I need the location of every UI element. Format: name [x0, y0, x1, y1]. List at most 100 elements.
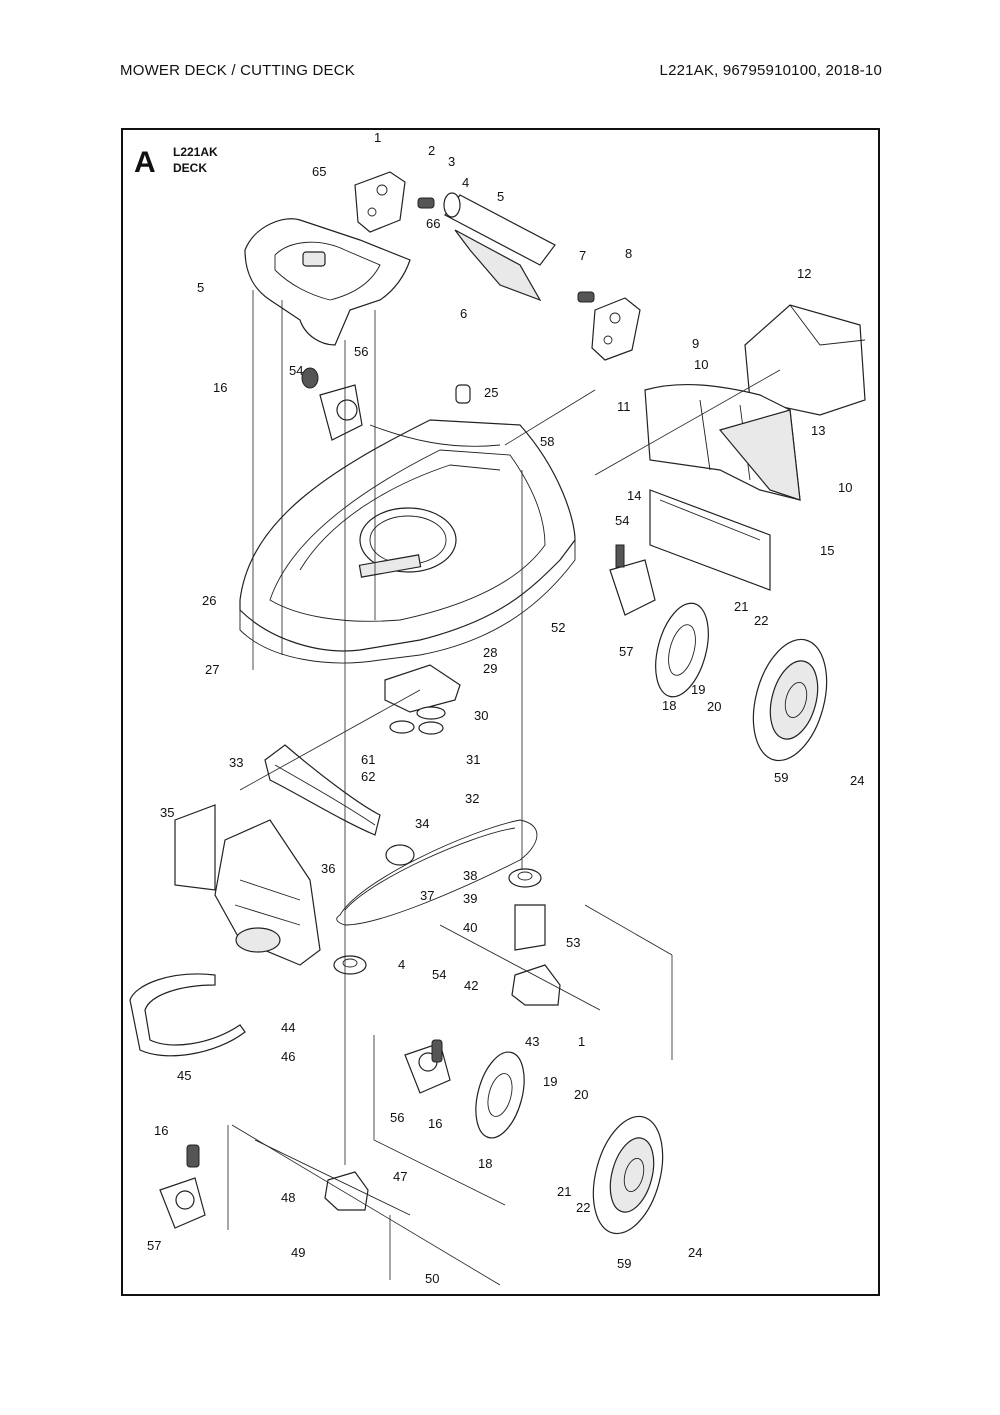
callout: 35: [160, 805, 174, 820]
callout: 38: [463, 868, 477, 883]
callout: 24: [850, 773, 864, 788]
callout: 48: [281, 1190, 295, 1205]
callout: 6: [460, 306, 467, 321]
page-header-model-info: L221AK, 96795910100, 2018-10: [659, 62, 882, 79]
callout: 54: [289, 363, 303, 378]
callout: 57: [147, 1238, 161, 1253]
callout: 52: [551, 620, 565, 635]
callout: 14: [627, 488, 641, 503]
callout: 65: [312, 164, 326, 179]
callout: 43: [525, 1034, 539, 1049]
callout: 16: [154, 1123, 168, 1138]
callout: 42: [464, 978, 478, 993]
callout: 22: [754, 613, 768, 628]
gearbox-left: [254, 1139, 411, 1216]
callout: 56: [354, 344, 368, 359]
spring-7: [577, 291, 595, 303]
callout: 26: [202, 593, 216, 608]
callout: 57: [619, 644, 633, 659]
callout: 18: [662, 698, 676, 713]
callout: 66: [426, 216, 440, 231]
height-lever-right: [609, 544, 656, 616]
callout: 15: [820, 543, 834, 558]
callout: 30: [474, 708, 488, 723]
callout: 21: [557, 1184, 571, 1199]
callout: 59: [617, 1256, 631, 1271]
callout: 13: [811, 423, 825, 438]
callouts: 1 2 3 4 5 5 6 7 8 9 10 10 11 12 13 14 15…: [147, 130, 864, 1286]
callout: 19: [543, 1074, 557, 1089]
callout: 1: [374, 130, 381, 145]
callout: 21: [734, 599, 748, 614]
callout: 1: [578, 1034, 585, 1049]
pulley-38: [508, 868, 542, 888]
callout: 46: [281, 1049, 295, 1064]
callout: 44: [281, 1020, 295, 1035]
callout: 31: [466, 752, 480, 767]
callout: 11: [617, 399, 631, 414]
callout: 5: [197, 280, 204, 295]
callout: 37: [420, 888, 434, 903]
callout: 19: [691, 682, 705, 697]
callout: 24: [688, 1245, 702, 1260]
callout: 4: [462, 175, 469, 190]
height-lever-lower-middle: [404, 1039, 451, 1094]
callout: 4: [398, 957, 405, 972]
guard-ring: [129, 973, 246, 1057]
callout: 54: [432, 967, 446, 982]
section-letter: A: [134, 146, 156, 179]
blade: [264, 744, 381, 836]
grass-collector: [644, 304, 866, 501]
height-lever-left: [301, 367, 363, 441]
callout: 54: [615, 513, 629, 528]
spring-4: [417, 197, 435, 209]
gearbox-right: [439, 904, 601, 1011]
callout: 16: [213, 380, 227, 395]
callout: 2: [428, 143, 435, 158]
callout: 5: [497, 189, 504, 204]
rear-axle-tube: [443, 192, 556, 302]
callout: 20: [574, 1087, 588, 1102]
discharge-chute: [174, 804, 321, 966]
pulley-36: [385, 844, 415, 866]
callout: 62: [361, 769, 375, 784]
callout: 53: [566, 935, 580, 950]
callout: 40: [463, 920, 477, 935]
height-adjust-bracket-left: [354, 171, 406, 233]
callout: 47: [393, 1169, 407, 1184]
callout: 12: [797, 266, 811, 281]
pulley-41: [333, 955, 367, 975]
callout: 61: [361, 752, 375, 767]
callout: 56: [390, 1110, 404, 1125]
callout: 45: [177, 1068, 191, 1083]
callout: 36: [321, 861, 335, 876]
callout: 34: [415, 816, 429, 831]
callout: 39: [463, 891, 477, 906]
callout: 18: [478, 1156, 492, 1171]
model-label: L221AK: [173, 145, 218, 159]
callout: 50: [425, 1271, 439, 1286]
drive-belt: [336, 819, 538, 926]
mount-plate-30: [384, 664, 461, 713]
callout: 9: [692, 336, 699, 351]
callout: 7: [579, 248, 586, 263]
rear-wheel-upper: [655, 602, 828, 762]
callout: 10: [838, 480, 852, 495]
callout: 27: [205, 662, 219, 677]
mower-deck: [239, 419, 576, 664]
callout: 10: [694, 357, 708, 372]
rear-flap: [649, 489, 771, 591]
leader-lines: [227, 290, 781, 1286]
callout: 49: [291, 1245, 305, 1260]
callout: 22: [576, 1200, 590, 1215]
height-lever-lower-left: [159, 1144, 206, 1229]
top-cover: [244, 218, 411, 346]
callout: 3: [448, 154, 455, 169]
callout: 29: [483, 661, 497, 676]
callout: 16: [428, 1116, 442, 1131]
front-wheel-lower: [475, 1051, 664, 1235]
callout: 25: [484, 385, 498, 400]
callout: 8: [625, 246, 632, 261]
diagram-frame: [121, 128, 880, 1296]
